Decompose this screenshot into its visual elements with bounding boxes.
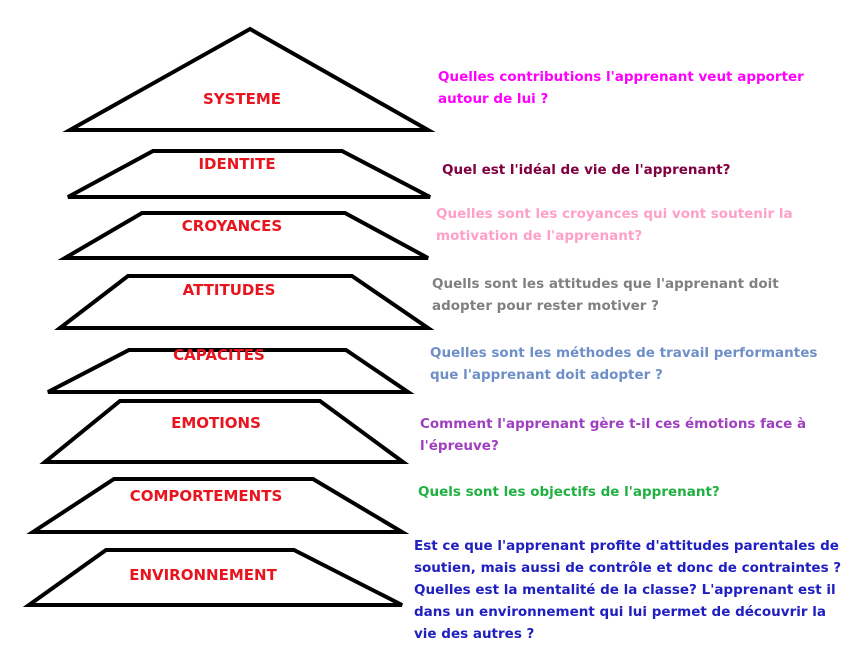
question-croyances: Quelles sont les croyances qui vont sout… bbox=[436, 206, 793, 244]
level-label-comportements: COMPORTEMENTS bbox=[129, 487, 283, 505]
question-emotions: Comment l'apprenant gère t-il ces émotio… bbox=[420, 416, 807, 454]
pyramid-band-croyances bbox=[57, 211, 429, 260]
pyramid-band-emotions bbox=[39, 399, 410, 464]
pyramid-band-comportements bbox=[26, 477, 410, 534]
pyramid-top-triangle bbox=[62, 26, 436, 132]
level-label-croyances: CROYANCES bbox=[181, 217, 283, 235]
pyramid-band-identite bbox=[67, 149, 431, 199]
level-label-identite: IDENTITE bbox=[198, 155, 276, 173]
question-identite: Quel est l'idéal de vie de l'apprenant? bbox=[442, 162, 731, 178]
question-systeme: Quelles contributions l'apprenant veut a… bbox=[438, 69, 804, 107]
level-label-attitudes: ATTITUDES bbox=[182, 281, 276, 299]
pyramid-band-capacites bbox=[47, 348, 415, 394]
level-label-capacites: CAPACITES bbox=[173, 346, 265, 364]
question-environnement: Est ce que l'apprenant profite d'attitud… bbox=[414, 538, 842, 642]
level-label-emotions: EMOTIONS bbox=[171, 414, 261, 432]
level-label-environnement: ENVIRONNEMENT bbox=[129, 566, 277, 584]
question-capacites: Quelles sont les méthodes de travail per… bbox=[430, 345, 818, 383]
level-label-systeme: SYSTEME bbox=[202, 90, 282, 108]
question-comportements: Quels sont les objectifs de l'apprenant? bbox=[418, 484, 720, 500]
question-attitudes: Quells sont les attitudes que l'apprenan… bbox=[432, 276, 779, 314]
pyramid-band-environnement bbox=[22, 548, 403, 607]
pyramid-band-attitudes bbox=[54, 274, 435, 330]
